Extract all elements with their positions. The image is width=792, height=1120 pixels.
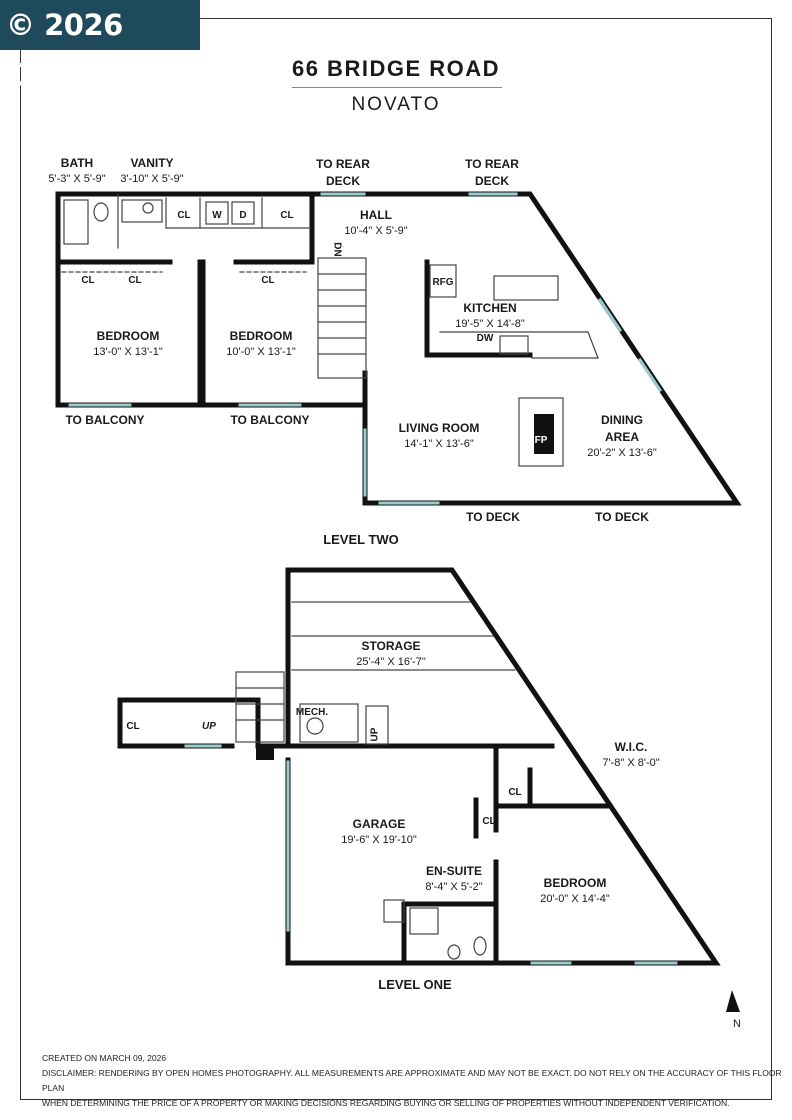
room-name-bedroom-l1: BEDROOM xyxy=(543,876,607,890)
tag-stairs-down: DN xyxy=(331,242,343,257)
room-name-bedroom-2: BEDROOM xyxy=(229,329,293,343)
room-dims-kitchen: 19'-5" X 14'-8" xyxy=(455,318,525,330)
page-frame xyxy=(20,18,772,1100)
tag-stairs-up-2: UP xyxy=(369,727,381,742)
tag-to-rear-deck-1b: DECK xyxy=(325,174,361,188)
room-name-garage: GARAGE xyxy=(352,817,406,831)
tag-to-deck-1: TO DECK xyxy=(466,510,520,524)
room-dims-bedroom-l1: 20'-0" X 14'-4" xyxy=(540,893,610,905)
room-dims-hall: 10'-4" X 5'-9" xyxy=(344,225,408,237)
tag-fireplace: FP xyxy=(534,435,548,446)
tag-to-rear-deck-2: TO REAR xyxy=(465,157,519,171)
tag-closet-3: CL xyxy=(81,275,95,286)
room-name-bedroom-1: BEDROOM xyxy=(96,329,160,343)
room-dims-bath: 5'-3" X 5'-9" xyxy=(48,173,106,185)
footer-disclaimer: CREATED ON MARCH 09, 2026 DISCLAIMER: RE… xyxy=(42,1051,792,1111)
room-dims-bedroom-1: 13'-0" X 13'-1" xyxy=(93,346,163,358)
room-name-kitchen: KITCHEN xyxy=(463,301,517,315)
copyright-badge: © 2026 CCAR xyxy=(0,0,200,92)
room-dims-bedroom-2: 10'-0" X 13'-1" xyxy=(226,346,296,358)
room-dims-ensuite: 8'-4" X 5'-2" xyxy=(425,881,483,893)
tag-stairs-up-1: UP xyxy=(202,721,216,732)
room-name-dining-2: AREA xyxy=(604,430,640,444)
tag-washer: W xyxy=(212,210,222,221)
tag-to-deck-2: TO DECK xyxy=(595,510,649,524)
room-name-bath: BATH xyxy=(60,156,94,170)
room-dims-dining: 20'-2" X 13'-6" xyxy=(587,447,657,459)
tag-closet-b: CL xyxy=(508,787,522,798)
disclaimer-line-2: WHEN DETERMINING THE PRICE OF A PROPERTY… xyxy=(42,1098,730,1108)
room-name-storage: STORAGE xyxy=(361,639,421,653)
room-dims-vanity: 3'-10" X 5'-9" xyxy=(120,173,184,185)
created-date: CREATED ON MARCH 09, 2026 xyxy=(42,1053,167,1063)
level-one-label: LEVEL ONE xyxy=(378,977,452,992)
property-title: 66 BRIDGE ROAD xyxy=(291,56,501,81)
property-city: NOVATO xyxy=(351,94,441,115)
tag-closet-5: CL xyxy=(261,275,275,286)
tag-dryer: D xyxy=(239,210,247,221)
tag-closet-a: CL xyxy=(126,721,140,732)
room-name-hall: HALL xyxy=(360,208,392,222)
tag-to-rear-deck-1: TO REAR xyxy=(316,157,370,171)
room-dims-living: 14'-1" X 13'-6" xyxy=(404,438,474,450)
tag-closet-4: CL xyxy=(128,275,142,286)
room-dims-wic: 7'-8" X 8'-0" xyxy=(602,757,660,769)
tag-closet-c: CL xyxy=(482,816,496,827)
room-dims-garage: 19'-6" X 19'-10" xyxy=(341,834,417,846)
room-name-wic: W.I.C. xyxy=(614,740,648,754)
tag-mechanical: MECH. xyxy=(295,707,329,718)
level-two-label: LEVEL TWO xyxy=(323,532,399,547)
tag-to-rear-deck-2b: DECK xyxy=(474,174,510,188)
room-name-living: LIVING ROOM xyxy=(398,421,480,435)
tag-refrigerator: RFG xyxy=(432,277,454,288)
tag-closet-2: CL xyxy=(280,210,294,221)
tag-to-balcony-1: TO BALCONY xyxy=(65,413,145,427)
disclaimer-line-1: DISCLAIMER: RENDERING BY OPEN HOMES PHOT… xyxy=(42,1068,782,1093)
room-name-ensuite: EN-SUITE xyxy=(425,864,483,878)
tag-dishwasher: DW xyxy=(476,333,494,344)
room-name-dining: DINING xyxy=(601,413,643,427)
room-name-vanity: VANITY xyxy=(130,156,174,170)
room-dims-storage: 25'-4" X 16'-7" xyxy=(356,656,426,668)
north-arrow-icon xyxy=(726,990,740,1012)
title-divider xyxy=(292,87,502,88)
tag-closet-1: CL xyxy=(177,210,191,221)
north-indicator: N xyxy=(733,1018,741,1030)
tag-to-balcony-2: TO BALCONY xyxy=(230,413,310,427)
